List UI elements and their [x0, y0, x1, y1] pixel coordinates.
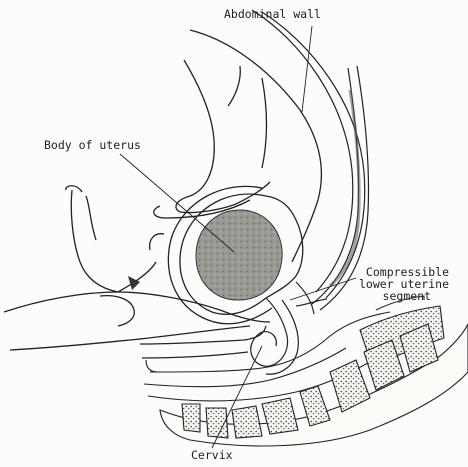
leader-abdominal-wall	[302, 26, 312, 112]
leader-compressible-segment	[290, 278, 356, 300]
label-compressible-lower-uterine-segment: Compressible lower uterine segment	[359, 266, 449, 302]
label-abdominal-wall: Abdominal wall	[224, 8, 321, 20]
abdominal-wall-shading	[330, 90, 359, 286]
sacrum-coccyx	[160, 296, 468, 446]
uterine-body	[196, 210, 282, 300]
leader-body-of-uterus	[120, 154, 234, 252]
finger-nail	[128, 276, 140, 290]
cervix-region	[251, 282, 314, 374]
label-cervix: Cervix	[191, 449, 233, 461]
label-body-of-uterus: Body of uterus	[44, 139, 141, 151]
label-compressible-line3: segment	[359, 290, 449, 302]
